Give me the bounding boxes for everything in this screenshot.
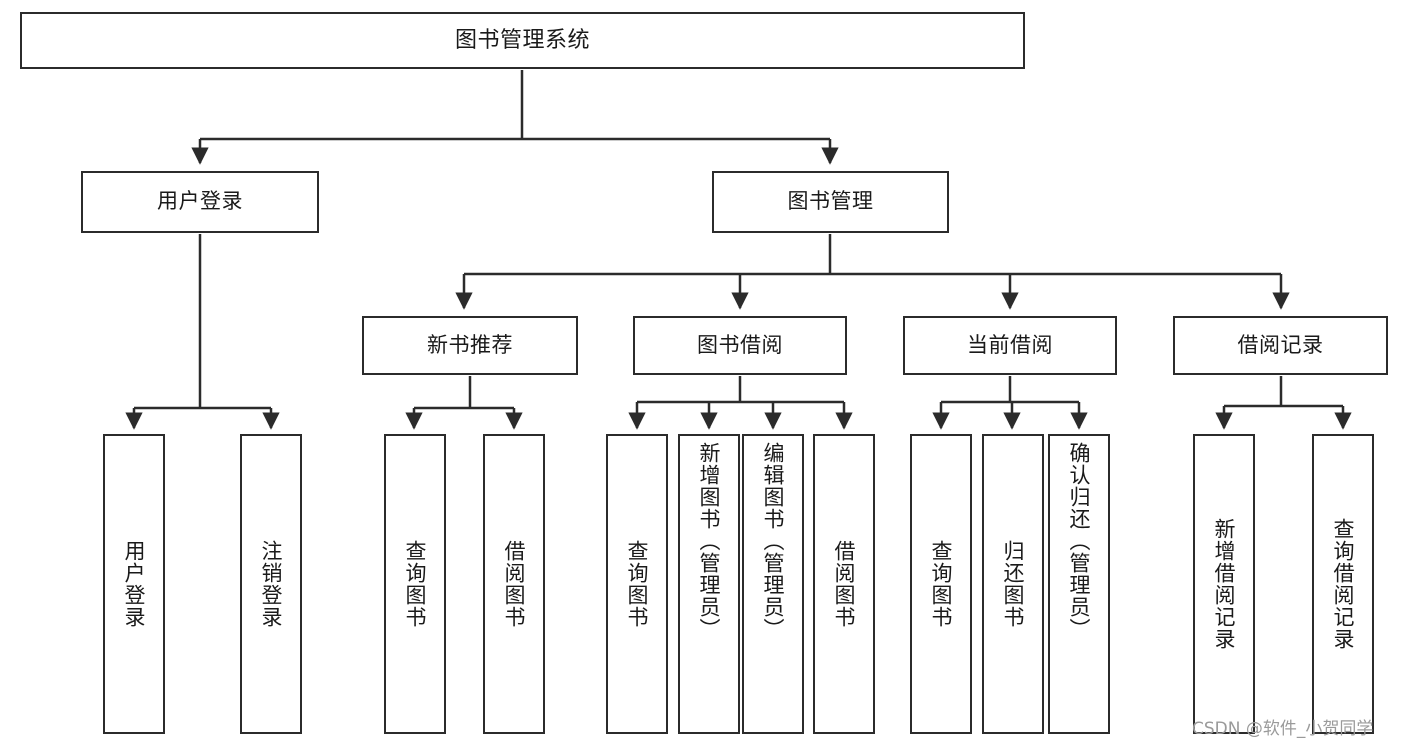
node-label: 借阅图书 [832, 540, 857, 628]
node-label: 确认归还（管理员） [1067, 442, 1092, 640]
leaf-query-book-current[interactable]: 查询图书 [910, 434, 972, 734]
node-label: 查询图书 [403, 540, 428, 628]
node-user-login[interactable]: 用户登录 [81, 171, 319, 233]
csdn-watermark: CSDN @软件_小贺同学 [1192, 719, 1374, 739]
leaf-add-borrow-record[interactable]: 新增借阅记录 [1193, 434, 1255, 734]
node-book-manage[interactable]: 图书管理 [712, 171, 949, 233]
node-label: 图书管理 [787, 189, 874, 214]
node-label: 借阅图书 [502, 540, 527, 628]
leaf-edit-book[interactable]: 编辑图书（管理员） [742, 434, 804, 734]
leaf-user-login[interactable]: 用户登录 [103, 434, 165, 734]
node-label: 当前借阅 [967, 332, 1053, 357]
node-label: 查询图书 [625, 540, 650, 628]
leaf-query-book-borrow[interactable]: 查询图书 [606, 434, 668, 734]
leaf-borrow-book-recommend[interactable]: 借阅图书 [483, 434, 545, 734]
leaf-query-book-recommend[interactable]: 查询图书 [384, 434, 446, 734]
leaf-borrow-book-borrow[interactable]: 借阅图书 [813, 434, 875, 734]
node-label: 用户登录 [157, 189, 243, 214]
node-new-book-recommend[interactable]: 新书推荐 [362, 316, 578, 375]
node-label: 图书借阅 [697, 332, 783, 357]
node-root-system[interactable]: 图书管理系统 [20, 12, 1025, 69]
node-book-borrow[interactable]: 图书借阅 [633, 316, 847, 375]
node-label: 注销登录 [259, 540, 284, 628]
leaf-add-book[interactable]: 新增图书（管理员） [678, 434, 740, 734]
node-borrow-record[interactable]: 借阅记录 [1173, 316, 1388, 375]
node-label: 新增借阅记录 [1212, 518, 1237, 650]
node-label: 新增图书（管理员） [697, 442, 722, 640]
node-label: 归还图书 [1001, 540, 1026, 628]
node-label: 编辑图书（管理员） [761, 442, 786, 640]
leaf-query-borrow-record[interactable]: 查询借阅记录 [1312, 434, 1374, 734]
leaf-return-book[interactable]: 归还图书 [982, 434, 1044, 734]
node-label: 新书推荐 [427, 332, 513, 357]
node-label: 图书管理系统 [454, 27, 590, 53]
node-label: 用户登录 [122, 540, 147, 628]
node-current-borrow[interactable]: 当前借阅 [903, 316, 1117, 375]
leaf-logout[interactable]: 注销登录 [240, 434, 302, 734]
node-label: 借阅记录 [1237, 332, 1324, 357]
leaf-confirm-return[interactable]: 确认归还（管理员） [1048, 434, 1110, 734]
node-label: 查询借阅记录 [1331, 518, 1356, 650]
node-label: 查询图书 [929, 540, 954, 628]
